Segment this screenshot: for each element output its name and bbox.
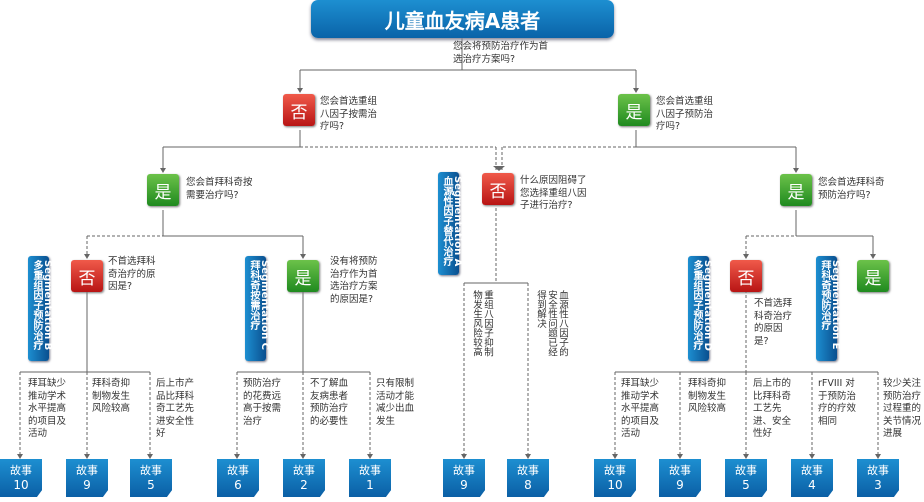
segmentation-a-label: Segmentation A 血源性因子替代治疗 bbox=[441, 176, 463, 267]
reason-d4: rFVIII 对 于预防治 疗的疗效 相同 bbox=[818, 378, 857, 427]
segmentation-e-label: Segmentation E 拜科奇预防治疗 bbox=[819, 260, 841, 350]
reason-b3: 后上市产 品比拜科 奇工艺先 进安全性 好 bbox=[156, 378, 195, 439]
segmentation-a-bar bbox=[438, 172, 459, 275]
reason-c1: 预防治疗 的花费远 高于按需 治疗 bbox=[243, 378, 282, 427]
yes-node-c: 是 bbox=[287, 260, 319, 292]
question-no-d: 不首选拜 科奇治疗 的原因 是? bbox=[754, 298, 793, 347]
no-node-1: 否 bbox=[283, 94, 315, 126]
question-yes-left: 您会首拜科奇按 需要治疗吗? bbox=[186, 177, 253, 201]
yes-node-e: 是 bbox=[857, 260, 889, 292]
yes-node-right: 是 bbox=[780, 174, 812, 206]
question-no-1: 您会首选重组 八因子按需治 疗吗? bbox=[320, 96, 378, 132]
yes-node-left: 是 bbox=[147, 174, 179, 206]
question-yes-right: 您会首选拜科奇 预防治疗吗? bbox=[818, 177, 885, 201]
segmentation-e-bar bbox=[816, 256, 837, 361]
question-no-b: 不首选拜科 奇治疗的原 因是? bbox=[108, 256, 156, 292]
reason-d1: 拜耳缺少 推动学术 水平提高 的项目及 活动 bbox=[621, 378, 660, 439]
segmentation-c-bar bbox=[245, 256, 266, 361]
reason-a2: 血源性八因子的 安全性问题已经 得到解决 bbox=[535, 290, 568, 357]
reason-d3: 后上市的 比拜科奇 工艺先 进、安全 性好 bbox=[753, 378, 792, 439]
segmentation-d-bar bbox=[688, 256, 709, 361]
question-yes-c: 没有将预防 治疗作为首 选治疗方案 的原因是? bbox=[330, 256, 378, 305]
segmentation-c-label: Segmentation C 拜科奇按需治疗 bbox=[248, 260, 270, 351]
no-node-d: 否 bbox=[730, 260, 762, 292]
segmentation-b-label: Segmentation B 多重组因子预防治疗 bbox=[31, 260, 53, 351]
reason-d2: 拜科奇抑 制物发生 风险较高 bbox=[688, 378, 727, 414]
segmentation-d-label: Segmentation D 多重组因子预防治疗 bbox=[691, 260, 713, 351]
no-node-mid: 否 bbox=[482, 173, 514, 205]
segmentation-b-bar bbox=[28, 256, 49, 361]
question-mid: 什么原因阻碍了 您选择重组八因 子进行治疗? bbox=[520, 175, 587, 211]
reason-b2: 拜科奇抑 制物发生 风险较高 bbox=[92, 378, 131, 414]
reason-d5: 较少关注 预防治疗 过程重的 关节情况 进展 bbox=[883, 378, 922, 439]
page-title: 儿童血友病A患者 bbox=[311, 0, 614, 38]
reason-c2: 不了解血 友病患者 预防治疗 的必要性 bbox=[310, 378, 349, 427]
yes-node-1: 是 bbox=[618, 94, 650, 126]
reason-b1: 拜耳缺少 推动学术 水平提高 的项目及 活动 bbox=[28, 378, 67, 439]
question-yes-1: 您会首选重组 八因子预防治 疗吗? bbox=[656, 96, 714, 132]
reason-a1: 重组八因子抑制 物发生风险较高 bbox=[471, 290, 493, 357]
reason-c3: 只有限制 活动才能 减少出血 发生 bbox=[376, 378, 415, 427]
no-node-b: 否 bbox=[71, 260, 103, 292]
question-root: 您会将预防治疗作为首 选治疗方案吗? bbox=[453, 41, 549, 65]
